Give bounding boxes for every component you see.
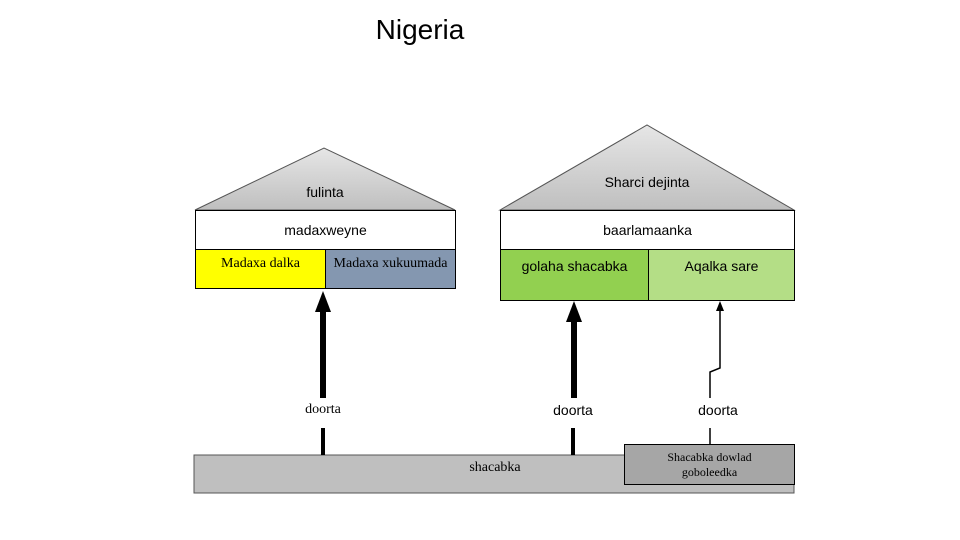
people-label: shacabka xyxy=(469,460,521,475)
upper-house-box: Aqalka sare xyxy=(648,249,795,301)
vote-label-executive: doorta xyxy=(305,402,341,417)
legislature-roof-label: Sharci dejinta xyxy=(604,174,690,190)
lower-house-box: golaha shacabka xyxy=(500,249,649,301)
vote-arrow-upper-house-head xyxy=(716,301,724,311)
vote-arrow-lower-house-head xyxy=(566,301,582,322)
legislature-roof xyxy=(498,124,796,211)
executive-header: madaxweyne xyxy=(195,210,456,250)
vote-arrow-upper-house-line xyxy=(709,310,721,398)
page-title: Nigeria xyxy=(375,14,465,45)
vote-label-upper-house: doorta xyxy=(698,402,738,418)
vote-arrow-executive-head xyxy=(315,291,331,312)
state-people-box: Shacabka dowlad goboleedka xyxy=(624,444,795,485)
legislature-header: baarlamaanka xyxy=(500,210,795,250)
executive-roof xyxy=(194,147,456,211)
head-of-state-box: Madaxa dalka xyxy=(195,249,326,289)
executive-roof-label: fulinta xyxy=(306,184,344,200)
vote-label-lower-house: doorta xyxy=(553,402,593,418)
head-of-government-box: Madaxa xukuumada xyxy=(325,249,456,289)
